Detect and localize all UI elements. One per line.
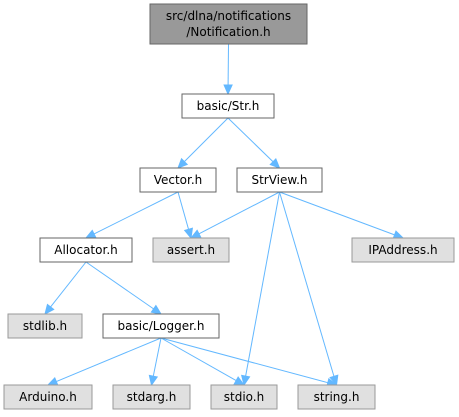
node-allocator-h[interactable]: Allocator.h xyxy=(39,237,133,263)
edge-line xyxy=(177,191,190,230)
edge-str-to-strview xyxy=(227,117,281,169)
edge-arrowhead xyxy=(392,230,405,240)
edge-arrowhead xyxy=(183,227,194,240)
node-vector-h[interactable]: Vector.h xyxy=(139,167,217,193)
edge-arrowhead xyxy=(241,374,251,387)
edge-str-to-vector xyxy=(177,117,229,169)
edge-line xyxy=(227,117,274,163)
node-assert-h-label: assert.h xyxy=(167,243,215,257)
edge-line xyxy=(160,337,237,382)
node-stdio-h[interactable]: stdio.h xyxy=(210,384,278,410)
edge-arrowhead xyxy=(148,374,159,387)
node-stdio-h-label: stdio.h xyxy=(224,390,264,404)
edge-line xyxy=(93,191,179,235)
node-stdlib-h[interactable]: stdlib.h xyxy=(7,313,83,339)
edge-arrowhead xyxy=(329,374,339,387)
node-basic-str-h[interactable]: basic/Str.h xyxy=(181,93,275,119)
node-basic-logger-h[interactable]: basic/Logger.h xyxy=(102,313,220,339)
edge-logger-to-stdarg xyxy=(148,337,162,387)
node-basic-logger-h-label: basic/Logger.h xyxy=(118,319,205,333)
edge-line xyxy=(50,261,87,308)
node-strview-h[interactable]: StrView.h xyxy=(236,167,323,193)
edge-arrowhead xyxy=(84,229,97,239)
edge-arrowhead xyxy=(150,304,163,315)
node-string-h[interactable]: string.h xyxy=(297,384,376,410)
node-allocator-h-label: Allocator.h xyxy=(54,243,117,257)
edge-line xyxy=(184,117,229,162)
node-strview-h-label: StrView.h xyxy=(251,173,307,187)
edge-arrowhead xyxy=(44,303,55,315)
edge-line xyxy=(152,337,162,377)
edge-vector-to-assert xyxy=(177,191,194,240)
node-basic-str-h-label: basic/Str.h xyxy=(197,99,260,113)
edge-strview-to-ipaddress xyxy=(279,191,405,240)
node-ipaddress-h[interactable]: IPAddress.h xyxy=(351,237,455,263)
node-arduino-h-label: Arduino.h xyxy=(19,390,77,404)
edge-arrowhead xyxy=(269,157,281,169)
node-stdarg-h-label: stdarg.h xyxy=(127,390,177,404)
edge-strview-to-stdio xyxy=(241,191,280,387)
edge-line xyxy=(279,191,335,377)
edge-arrowhead xyxy=(189,229,202,239)
edge-arrowhead xyxy=(223,84,233,96)
node-stdarg-h[interactable]: stdarg.h xyxy=(112,384,191,410)
node-root-label-line-1: src/dlna/notifications xyxy=(166,9,291,23)
node-arduino-h[interactable]: Arduino.h xyxy=(3,384,93,410)
edge-line xyxy=(245,191,280,377)
edge-logger-to-stdio xyxy=(160,337,246,386)
edge-strview-to-string xyxy=(279,191,339,387)
edge-line xyxy=(56,337,162,383)
edge-line xyxy=(198,191,280,235)
edge-logger-to-string xyxy=(160,337,338,388)
edge-line xyxy=(160,337,328,384)
edge-line xyxy=(279,191,395,236)
node-vector-h-label: Vector.h xyxy=(154,173,203,187)
edge-arrowhead xyxy=(177,157,189,169)
edge-line xyxy=(85,261,154,310)
edge-allocator-to-stdlib xyxy=(44,261,87,315)
node-ipaddress-h-label: IPAddress.h xyxy=(368,243,437,257)
node-assert-h[interactable]: assert.h xyxy=(152,237,230,263)
edge-root-to-str xyxy=(223,43,233,96)
node-root[interactable]: src/dlna/notifications /Notification.h xyxy=(149,3,308,45)
edge-vector-to-allocator xyxy=(84,191,179,239)
node-string-h-label: string.h xyxy=(314,390,360,404)
node-stdlib-h-label: stdlib.h xyxy=(23,319,67,333)
edge-arrowhead xyxy=(46,376,59,386)
edge-allocator-to-logger xyxy=(85,261,163,315)
edge-logger-to-arduino xyxy=(46,337,162,386)
edge-strview-to-assert xyxy=(189,191,280,239)
node-root-label-line-2: /Notification.h xyxy=(186,25,270,39)
